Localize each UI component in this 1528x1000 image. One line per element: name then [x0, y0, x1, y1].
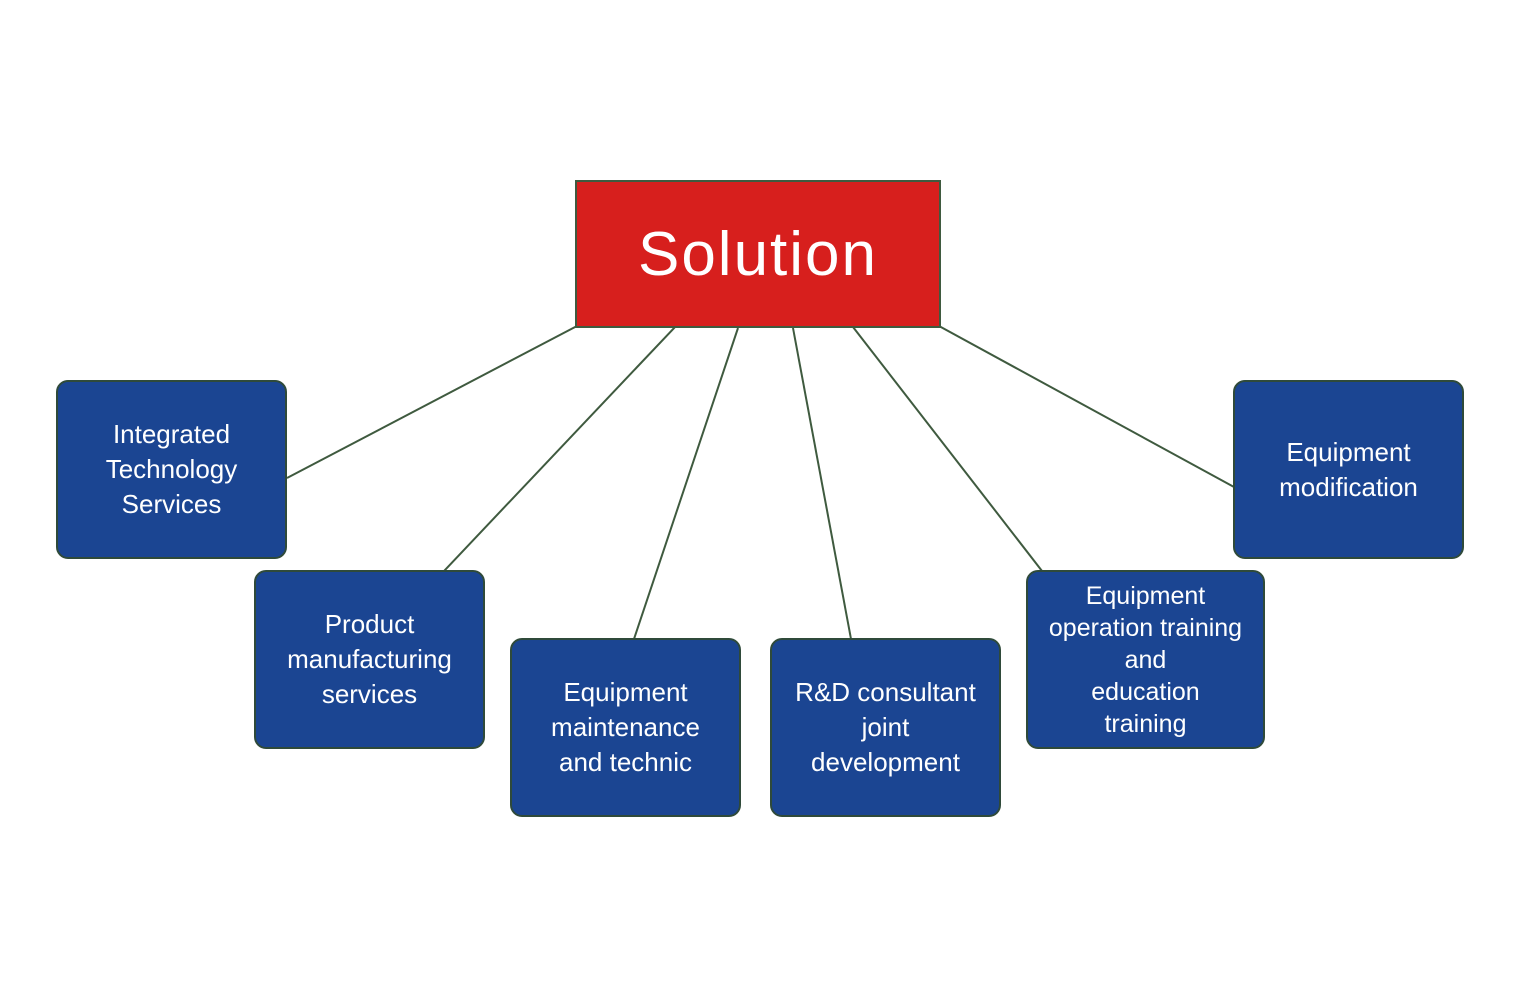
node-equipment-maintenance: Equipment maintenance and technic — [510, 638, 741, 817]
node-integrated-technology-services: Integrated Technology Services — [56, 380, 287, 559]
connector-line — [286, 325, 578, 479]
root-node-solution: Solution — [575, 180, 941, 328]
node-label: Product manufacturing services — [287, 609, 452, 709]
node-label: Equipment operation training and educati… — [1048, 581, 1243, 738]
connector-line — [633, 327, 739, 640]
node-product-manufacturing-services: Product manufacturing services — [254, 570, 485, 749]
node-label: Integrated Technology Services — [105, 419, 238, 519]
node-label: Equipment maintenance and technic — [551, 677, 700, 777]
connector-line — [938, 325, 1235, 488]
node-rd-consultant: R&D consultant joint development — [770, 638, 1001, 817]
connector-line — [443, 326, 676, 572]
connector-line — [792, 327, 852, 640]
node-equipment-operation-training: Equipment operation training and educati… — [1026, 570, 1265, 749]
node-equipment-modification: Equipment modification — [1233, 380, 1464, 559]
root-node-label: Solution — [637, 219, 879, 289]
connector-line — [852, 326, 1043, 572]
node-label: Equipment modification — [1279, 436, 1418, 502]
node-label: R&D consultant joint development — [795, 677, 976, 777]
